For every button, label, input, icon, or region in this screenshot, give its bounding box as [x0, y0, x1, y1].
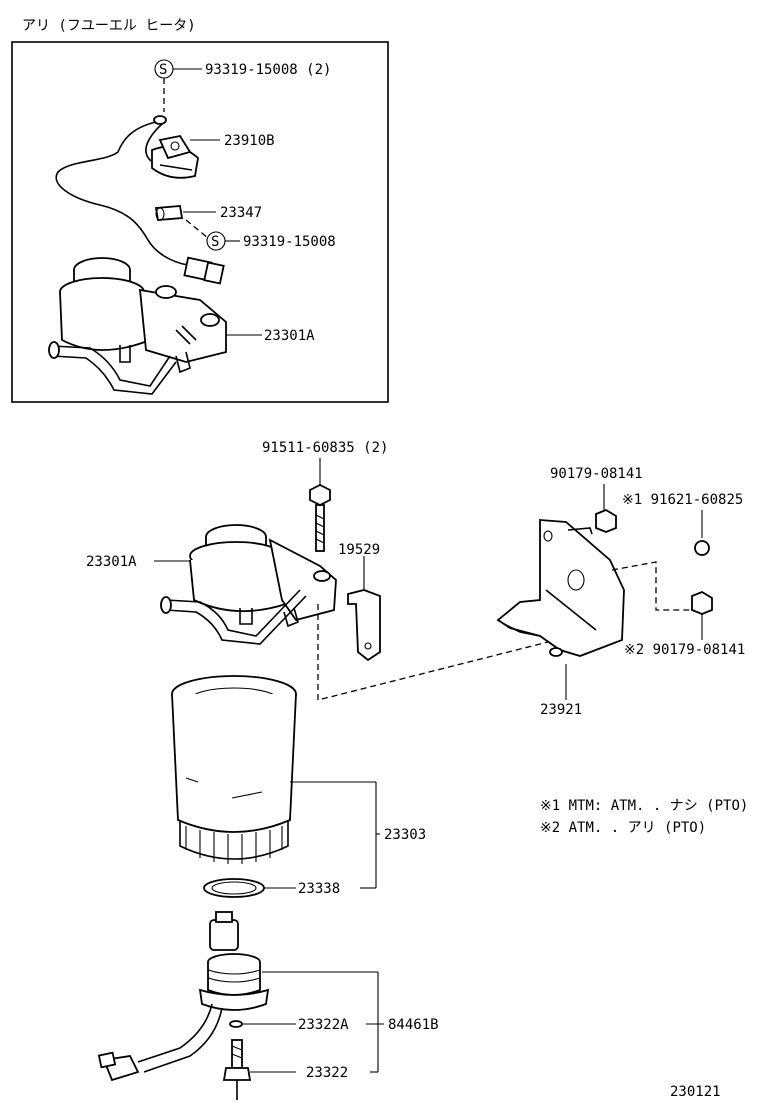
- label-23301A-inset: 23301A: [264, 328, 315, 344]
- wire-connector: [183, 256, 225, 285]
- inset-frame: [11, 41, 389, 403]
- bracket-23921: [496, 519, 625, 657]
- filter-head-main: [160, 524, 337, 645]
- label-23921: 23921: [540, 702, 582, 718]
- label-191621-60825: ※1 91621-60825: [622, 492, 743, 508]
- note-2: ※2 ATM. . アリ (PTO): [540, 820, 706, 836]
- label-84461B: 84461B: [388, 1017, 439, 1033]
- diagram-number: 230121: [670, 1084, 721, 1100]
- label-90179-08141-bottom: ※2 90179-08141: [624, 642, 745, 658]
- water-sensor-body: [97, 953, 270, 1082]
- label-23338: 23338: [298, 881, 340, 897]
- s-badge-bottom: S: [206, 231, 226, 251]
- label-93319-15008: 93319-15008: [243, 234, 336, 250]
- label-23322A: 23322A: [298, 1017, 349, 1033]
- o-ring-23338: [203, 878, 265, 898]
- drain-plug-23322: [222, 1039, 252, 1100]
- bolt-91511: [309, 483, 331, 552]
- nut-91621: [694, 540, 710, 556]
- float: [209, 911, 239, 951]
- nut-90179-top: [595, 508, 617, 533]
- label-93319-15008-2: 93319-15008 (2): [205, 62, 331, 78]
- filter-head-inset: [48, 257, 227, 395]
- nut-90179-bottom: [691, 590, 713, 615]
- note-1: ※1 MTM: ATM. . ナシ (PTO): [540, 798, 748, 814]
- s-badge-top: S: [154, 59, 174, 79]
- fuel-filter-23303: [171, 675, 297, 864]
- inset-title: アリ (フユーエル ヒータ): [22, 18, 196, 34]
- clip-23347: [154, 205, 184, 221]
- label-23301A-main: 23301A: [86, 554, 137, 570]
- label-90179-08141-top: 90179-08141: [550, 466, 643, 482]
- label-91511-60835: 91511-60835 (2): [262, 440, 388, 456]
- o-ring-23322A: [229, 1020, 243, 1028]
- label-19529: 19529: [338, 542, 380, 558]
- label-23303: 23303: [384, 827, 426, 843]
- label-23322: 23322: [306, 1065, 348, 1081]
- svg-text:S: S: [211, 234, 219, 250]
- label-23910B: 23910B: [224, 133, 275, 149]
- label-23347: 23347: [220, 205, 262, 221]
- svg-text:S: S: [159, 62, 167, 78]
- bracket-19529: [347, 589, 381, 662]
- sensor-23910B: [151, 134, 199, 179]
